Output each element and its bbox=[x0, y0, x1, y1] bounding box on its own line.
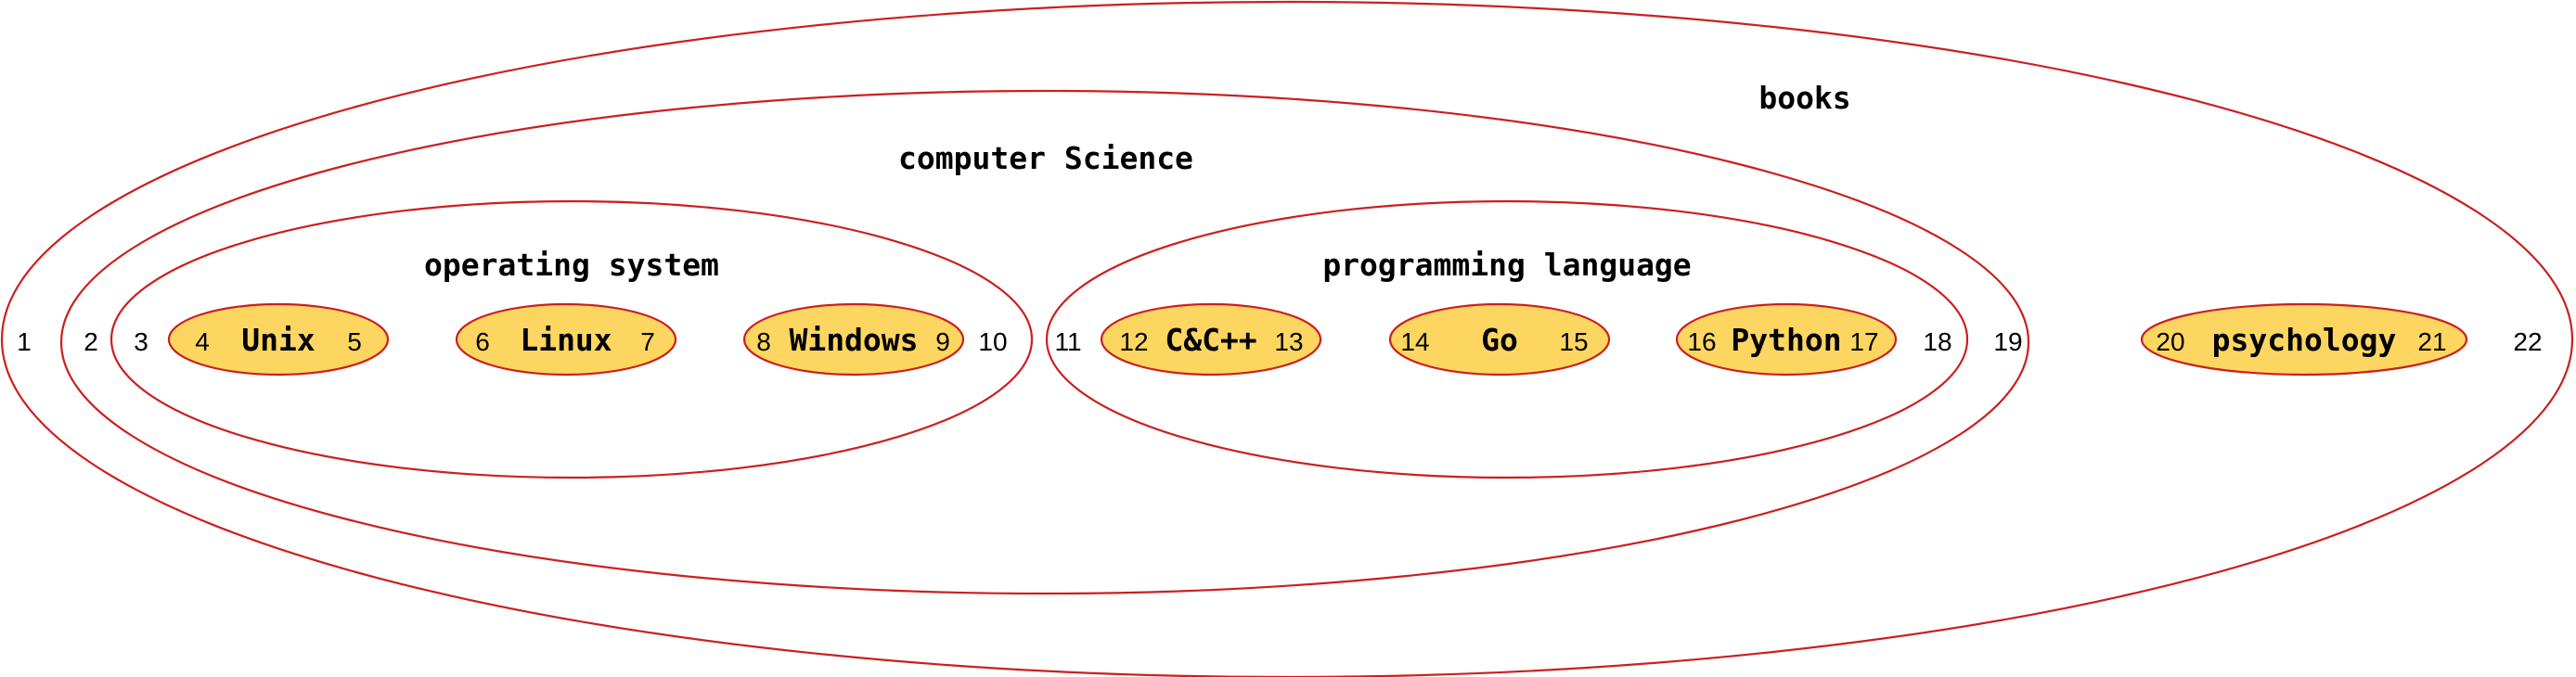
leaf-linux-node bbox=[455, 302, 677, 377]
set-books-label: books bbox=[1758, 80, 1850, 116]
leaf-go-label: Go bbox=[1481, 322, 1518, 358]
leaf-cpp-label: C&C++ bbox=[1165, 322, 1256, 358]
leaf-windows-label: Windows bbox=[789, 322, 918, 358]
set-operating-system-boundary bbox=[109, 199, 1034, 479]
set-programming-language-right-number: 18 bbox=[1923, 327, 1951, 356]
set-operating-system-label: operating system bbox=[424, 247, 719, 283]
leaf-python-right-number: 17 bbox=[1849, 327, 1878, 356]
leaf-go-node bbox=[1388, 302, 1611, 377]
leaf-go-right-number: 15 bbox=[1559, 327, 1588, 356]
leaf-unix-right-number: 5 bbox=[347, 327, 362, 356]
set-programming-language: programming language 11 18 bbox=[1045, 199, 1969, 479]
set-computer-science: computer Science 2 19 bbox=[59, 89, 2030, 595]
set-books-right-number: 22 bbox=[2513, 327, 2542, 356]
leaf-unix-label: Unix bbox=[241, 322, 315, 358]
leaf-unix-node bbox=[167, 302, 390, 377]
leaf-unix-left-number: 4 bbox=[195, 327, 210, 356]
set-programming-language-left-number: 11 bbox=[1054, 327, 1081, 356]
leaf-windows: Windows 8 9 bbox=[742, 302, 965, 377]
leaf-windows-right-number: 9 bbox=[935, 327, 950, 356]
leaf-windows-node bbox=[742, 302, 965, 377]
leaf-psychology-left-number: 20 bbox=[2156, 327, 2184, 356]
set-books-left-number: 1 bbox=[17, 327, 32, 356]
leaf-go: Go 14 15 bbox=[1388, 302, 1611, 377]
leaf-windows-left-number: 8 bbox=[756, 327, 771, 356]
set-computer-science-boundary bbox=[59, 89, 2030, 595]
leaf-linux: Linux 6 7 bbox=[455, 302, 677, 377]
set-programming-language-label: programming language bbox=[1322, 247, 1691, 283]
set-computer-science-left-number: 2 bbox=[84, 327, 98, 356]
leaf-cpp: C&C++ 12 13 bbox=[1100, 302, 1322, 377]
set-computer-science-right-number: 19 bbox=[1993, 327, 2022, 356]
leaf-psychology: psychology 20 21 bbox=[2140, 302, 2468, 377]
leaf-linux-right-number: 7 bbox=[640, 327, 655, 356]
leaf-python-node bbox=[1675, 302, 1898, 377]
leaf-python-label: Python bbox=[1731, 322, 1841, 358]
leaf-psychology-label: psychology bbox=[2212, 322, 2397, 358]
set-programming-language-boundary bbox=[1045, 199, 1969, 479]
leaf-unix: Unix 4 5 bbox=[167, 302, 390, 377]
leaf-python: Python 16 17 bbox=[1675, 302, 1898, 377]
leaf-psychology-right-number: 21 bbox=[2417, 327, 2446, 356]
leaf-python-left-number: 16 bbox=[1687, 327, 1716, 356]
set-operating-system-left-number: 3 bbox=[134, 327, 148, 356]
leaf-cpp-left-number: 12 bbox=[1119, 327, 1148, 356]
leaf-linux-left-number: 6 bbox=[475, 327, 490, 356]
leaf-cpp-right-number: 13 bbox=[1274, 327, 1303, 356]
leaf-go-left-number: 14 bbox=[1400, 327, 1429, 356]
set-computer-science-label: computer Science bbox=[898, 140, 1193, 176]
set-operating-system-right-number: 10 bbox=[978, 327, 1007, 356]
set-operating-system: operating system 3 10 bbox=[109, 199, 1034, 479]
leaf-psychology-node bbox=[2140, 302, 2468, 377]
leaf-linux-label: Linux bbox=[520, 322, 612, 358]
leaf-cpp-node bbox=[1100, 302, 1322, 377]
